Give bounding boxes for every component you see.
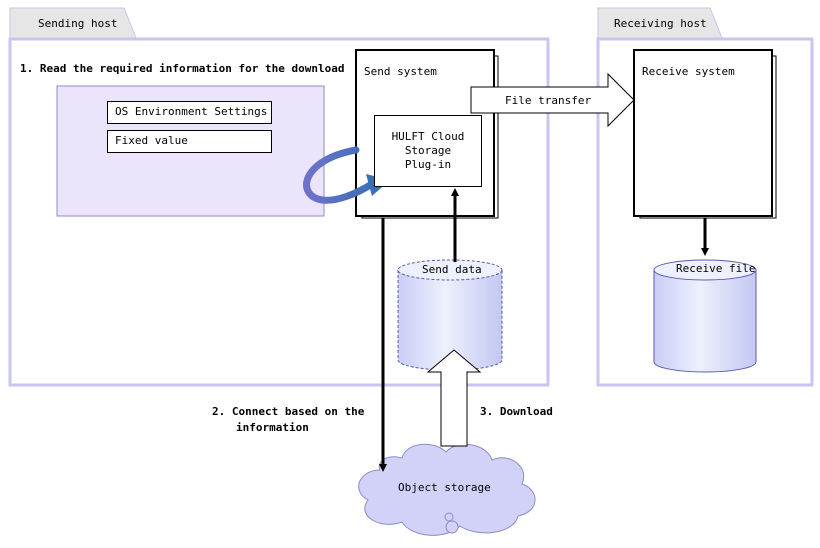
file-transfer-arrow bbox=[470, 72, 635, 128]
plugin-line-1: HULFT Cloud bbox=[391, 130, 465, 143]
download-arrow bbox=[426, 349, 482, 447]
step1-label: 1. Read the required information for the… bbox=[20, 62, 345, 75]
send-data-label: Send data bbox=[422, 263, 482, 276]
receiving-host-label: Receiving host bbox=[614, 17, 707, 30]
sending-host-label: Sending host bbox=[38, 17, 118, 30]
read-info-curved-arrow bbox=[303, 146, 376, 204]
step2-label-line2: information bbox=[236, 421, 309, 434]
step3-label: 3. Download bbox=[480, 405, 553, 418]
send-data-cylinder bbox=[397, 259, 503, 371]
plugin-line-3: Plug-in bbox=[404, 158, 452, 171]
os-environment-settings-box: OS Environment Settings bbox=[107, 101, 272, 124]
fixed-value-box: Fixed value bbox=[107, 130, 272, 153]
receive-system-box bbox=[633, 49, 773, 217]
send-system-title: Send system bbox=[364, 65, 437, 78]
receive-system-title: Receive system bbox=[642, 65, 735, 78]
file-transfer-label: File transfer bbox=[505, 94, 592, 107]
receive-file-label: Receive file bbox=[676, 262, 756, 275]
sending-host-frame bbox=[8, 7, 550, 387]
receiving-host-frame bbox=[596, 7, 814, 387]
hulft-cloud-storage-plugin-box: HULFT Cloud Storage Plug-in bbox=[374, 115, 482, 187]
receive-file-cylinder bbox=[653, 259, 757, 373]
plugin-line-2: Storage bbox=[404, 144, 452, 157]
object-storage-cloud bbox=[358, 443, 536, 536]
step2-label-line1: 2. Connect based on the bbox=[212, 405, 365, 418]
object-storage-label: Object storage bbox=[398, 481, 491, 494]
